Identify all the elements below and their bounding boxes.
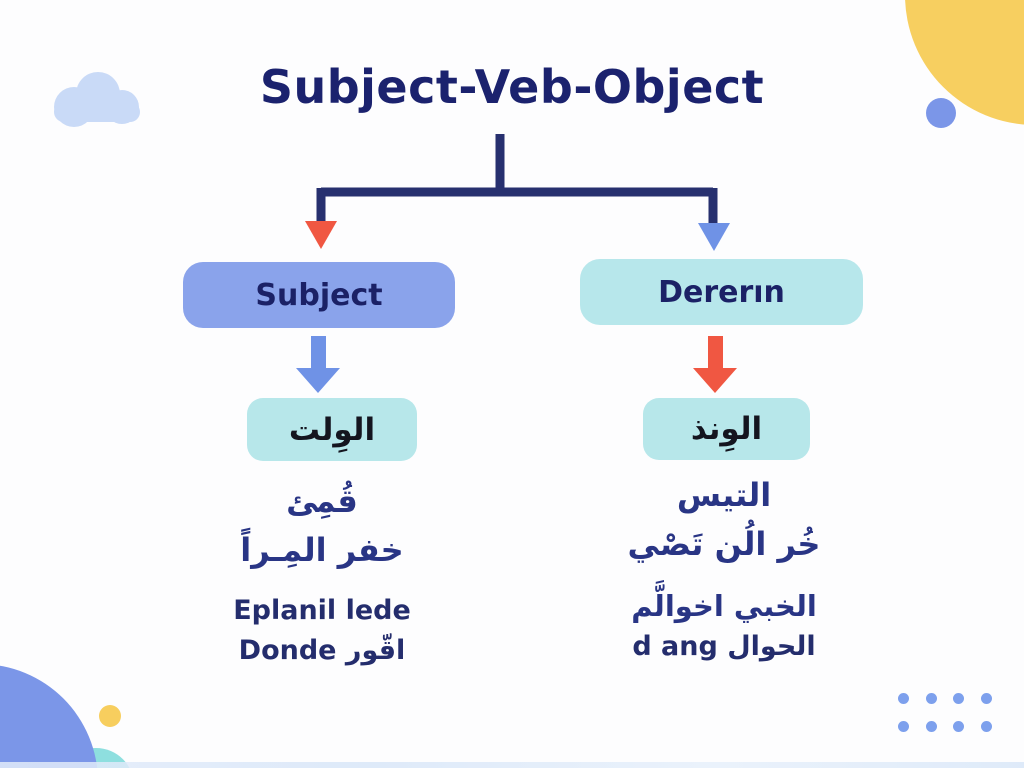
left-latin-line-2: Donde اقّور [238, 635, 406, 666]
left-sub-box: الوِلت [247, 398, 417, 461]
subject-node-label: Subject [255, 277, 383, 313]
right-arabic-line-1: التيس [676, 476, 772, 514]
left-latin-line-1: Eplanil lede [233, 595, 411, 626]
diagram-title: Subject-Veb-Object [259, 60, 765, 114]
decor-dots-grid [890, 684, 1000, 740]
subject-node-box: Subject [183, 262, 455, 328]
dererin-node-box: Dererın [580, 259, 863, 325]
right-mixed-line: d ang الحوال [632, 631, 816, 662]
decor-blue-dot-top-right [926, 98, 956, 128]
right-sub-box: الوِنذ [643, 398, 810, 460]
cloud-icon [54, 72, 140, 127]
down-arrow-red-icon [693, 336, 737, 394]
right-text-column: التيس خُر الُن تَصْي الخبي اخوالَّم d an… [564, 471, 884, 667]
left-sub-box-label: الوِلت [288, 411, 376, 448]
decor-bottom-strip [0, 762, 1024, 768]
right-arabic-line-3: الخبي اخوالَّم [631, 589, 817, 623]
right-arabic-line-2: خُر الُن تَصْي [627, 525, 821, 563]
decor-yellow-dot-bottom-left [99, 705, 121, 727]
left-arabic-line-1: قُمِئ [286, 482, 358, 520]
left-text-column: قُمِئ خفر المِـراً Eplanil lede Donde اق… [162, 477, 482, 671]
down-arrow-blue-icon [296, 336, 340, 394]
right-sub-box-label: الوِنذ [690, 411, 763, 447]
left-arabic-line-2: خفر المِـراً [240, 531, 404, 569]
decor-blue-circle-bottom-left [0, 664, 98, 768]
dererin-node-label: Dererın [658, 274, 785, 310]
red-arrowhead-icon [305, 221, 337, 249]
blue-arrowhead-icon [698, 223, 730, 251]
